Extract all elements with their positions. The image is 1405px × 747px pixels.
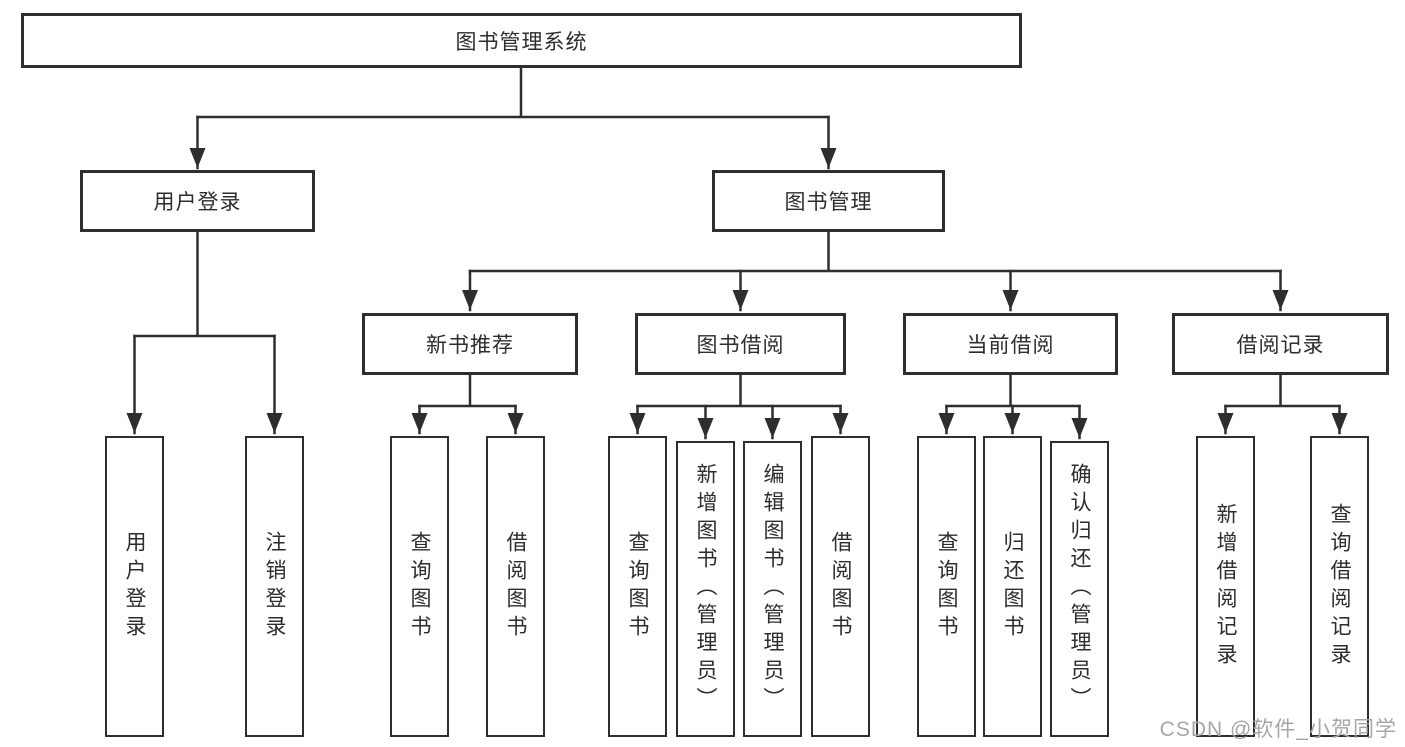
- node-root: 图书管理系统: [21, 13, 1022, 68]
- leaf-edit-book-admin: 编辑图书（管理员）: [743, 441, 802, 737]
- leaf-query-books-1: 查询图书: [390, 436, 449, 737]
- node-label: 用户登录: [123, 530, 147, 643]
- leaf-logout: 注销登录: [245, 436, 304, 737]
- connector-root-spine: [196, 66, 830, 119]
- node-label: 新书推荐: [426, 334, 514, 357]
- node-label: 查询图书: [935, 530, 959, 643]
- node-label: 新增图书（管理员）: [694, 463, 718, 715]
- node-user-login: 用户登录: [80, 170, 315, 232]
- node-label: 归还图书: [1001, 530, 1025, 643]
- node-current-borrow: 当前借阅: [903, 313, 1118, 375]
- node-book-borrow: 图书借阅: [635, 313, 846, 375]
- node-label: 编辑图书（管理员）: [761, 463, 785, 715]
- node-label: 当前借阅: [966, 334, 1055, 357]
- node-label: 注销登录: [263, 530, 287, 643]
- node-label: 借阅记录: [1236, 334, 1325, 357]
- node-label: 查询图书: [626, 530, 650, 643]
- node-book-management: 图书管理: [712, 170, 945, 232]
- connector-book-borrow-spine: [636, 373, 842, 408]
- csdn-watermark: CSDN @软件_小贺同学: [1159, 718, 1397, 741]
- connector-book-management-spine: [468, 230, 1282, 273]
- node-label: 新增借阅记录: [1214, 502, 1238, 671]
- node-label: 借阅图书: [829, 530, 853, 643]
- connector-borrow-records-spine: [1224, 373, 1341, 408]
- connector-new-book-recommend-spine: [418, 373, 517, 408]
- connector-user-login-spine: [133, 230, 276, 338]
- node-label: 查询图书: [408, 530, 432, 643]
- leaf-confirm-return-admin: 确认归还（管理员）: [1050, 441, 1109, 737]
- leaf-return-book: 归还图书: [983, 436, 1042, 737]
- node-label: 图书管理: [784, 191, 873, 214]
- leaf-borrow-books-1: 借阅图书: [486, 436, 545, 737]
- connector-current-borrow-spine: [945, 373, 1081, 408]
- leaf-query-books-3: 查询图书: [917, 436, 976, 737]
- node-label: 确认归还（管理员）: [1068, 463, 1092, 715]
- leaf-add-book-admin: 新增图书（管理员）: [676, 441, 735, 737]
- leaf-user-login: 用户登录: [105, 436, 164, 737]
- leaf-borrow-books-2: 借阅图书: [811, 436, 870, 737]
- node-new-book-recommend: 新书推荐: [362, 313, 578, 375]
- node-label: 图书管理系统: [455, 30, 588, 54]
- node-label: 借阅图书: [504, 530, 528, 643]
- node-label: 图书借阅: [696, 334, 785, 357]
- leaf-query-books-2: 查询图书: [608, 436, 667, 737]
- node-borrow-records: 借阅记录: [1172, 313, 1389, 375]
- leaf-add-borrow-record: 新增借阅记录: [1196, 436, 1255, 737]
- node-label: 用户登录: [153, 191, 242, 214]
- node-label: 查询借阅记录: [1328, 502, 1352, 671]
- leaf-query-borrow-record: 查询借阅记录: [1310, 436, 1369, 737]
